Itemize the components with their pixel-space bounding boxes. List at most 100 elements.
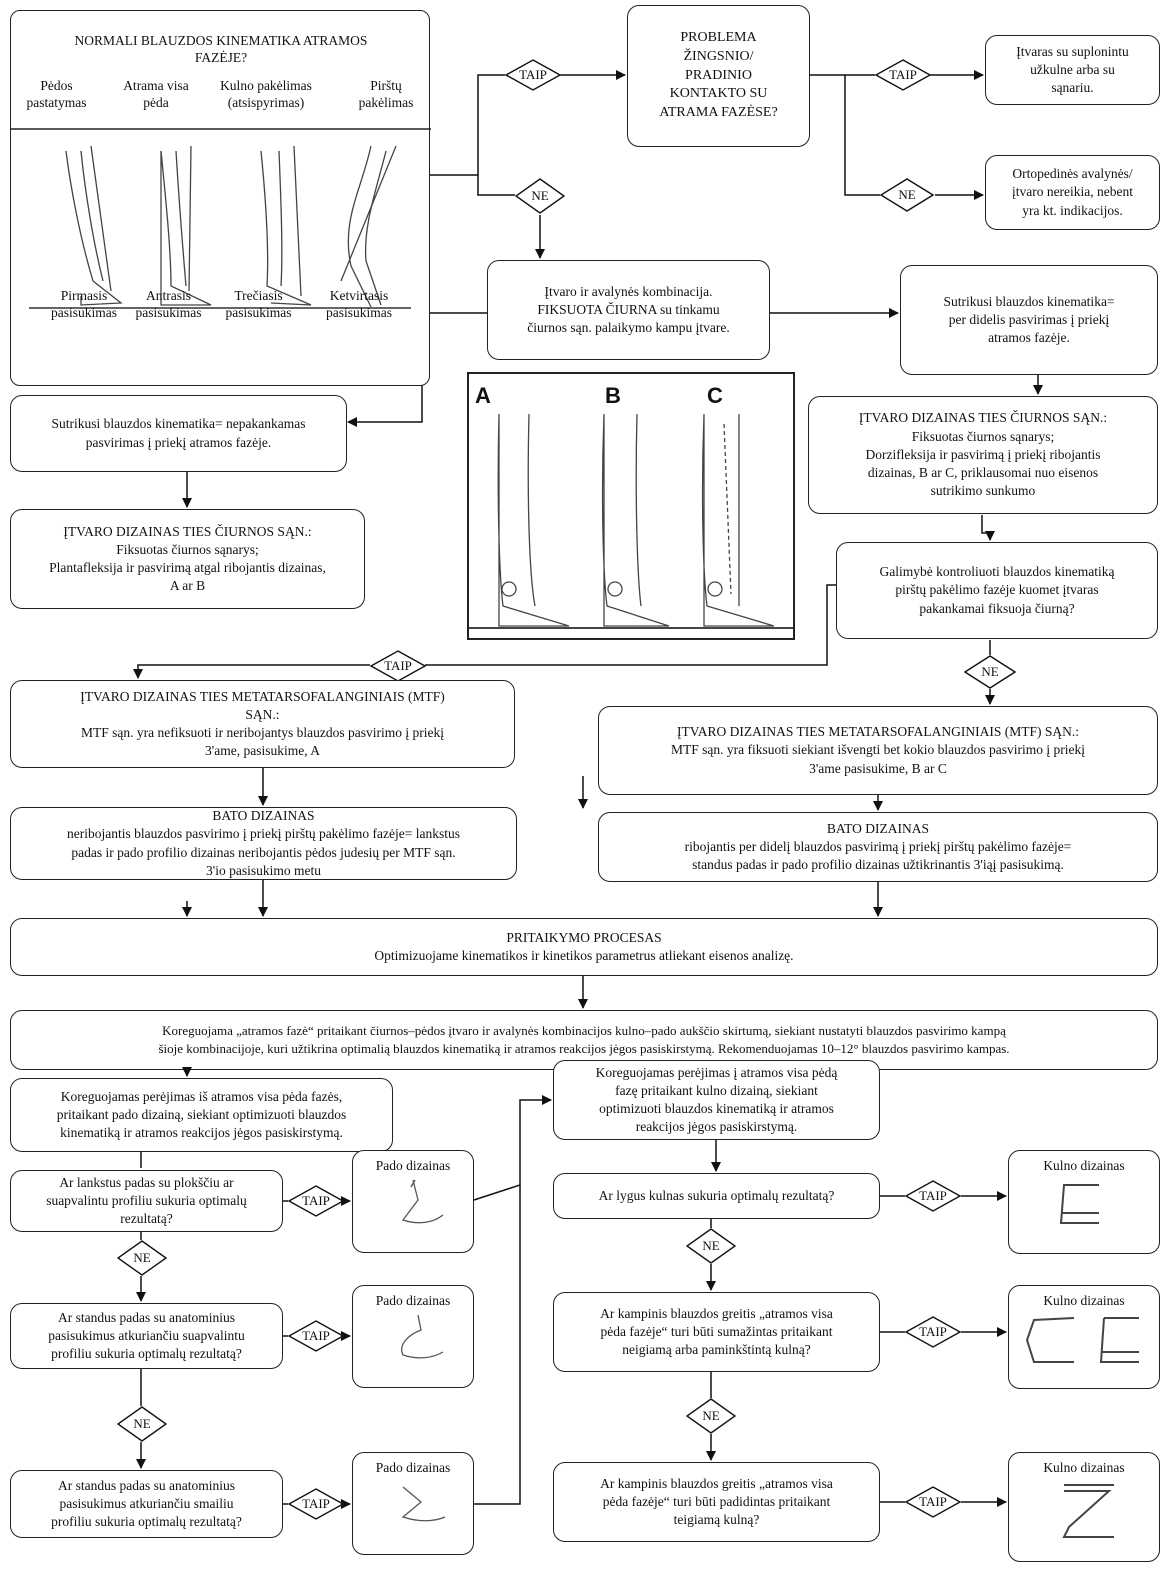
sole-design-sketch-2 — [401, 1315, 444, 1359]
phase-2-line2: pėda — [143, 94, 169, 110]
transition-from-line2: pritaikant pado dizainą, siekiant optimi… — [56, 1106, 347, 1122]
control-line3: pakankamai fiksuoja čiurną? — [919, 600, 1075, 616]
phase-3-line2: (atsispyrimas) — [227, 94, 305, 110]
sole-design-title-2: Pado dizainas — [375, 1293, 451, 1308]
heel-q3-line3: teigiamą kulną? — [673, 1512, 760, 1528]
mtf-left-line3: MTF sąn. yra nefiksuoti ir neribojantys … — [81, 725, 444, 740]
problem-box: PROBLEMA ŽINGSNIO/ PRADINIO KONTAKTO SU … — [627, 5, 810, 147]
ankle-design-left-box: ĮTVARO DIZAINAS TIES ČIURNOS SĄN.: Fiksu… — [10, 509, 365, 609]
stance-line2: šioje kombinacijoje, kuri užtikrina opti… — [158, 1041, 1010, 1056]
rocker-label-1: Pirmasis pasisukimas — [39, 288, 129, 322]
heel-design-title-1: Kulno dizainas — [1043, 1158, 1125, 1173]
shoe-right-line3: standus padas ir pado profilio dizainas … — [692, 857, 1064, 873]
heel-design-sketch-1 — [1059, 1184, 1099, 1225]
decision-label: NE — [981, 664, 999, 679]
phase-1-line1: Pėdos — [40, 78, 73, 93]
sole-design-box-2: Pado dizainas — [352, 1285, 474, 1388]
sole-yes-2: TAIP — [288, 1320, 344, 1352]
transition-to-line1: Koreguojamas perėjimas į atramos visa pė… — [595, 1064, 838, 1080]
sole-q2-line1: Ar standus padas su anatominius — [58, 1309, 235, 1325]
heel-design-title-3: Kulno dizainas — [1043, 1460, 1125, 1475]
phase-1-line2: pastatymas — [26, 94, 87, 110]
sole-q1-line3: rezultatą? — [120, 1211, 173, 1227]
phase-label-1: Pėdos pastatymas — [9, 78, 104, 112]
problem-line1: PROBLEMA — [680, 29, 757, 45]
problem-line4: KONTAKTO SU — [669, 86, 768, 102]
transition-from-line1: Koreguojamas perėjimas iš atramos visa p… — [60, 1088, 343, 1104]
orthosis-heel-line1: Įtvaras su suplonintu — [1016, 43, 1129, 59]
decision-no-2: NE — [880, 178, 934, 212]
sole-yes-1: TAIP — [288, 1185, 344, 1217]
phase-4-line2: pakėlimas — [358, 94, 414, 110]
shoe-left-line1: BATO DIZAINAS — [212, 808, 315, 824]
decision-label: TAIP — [302, 1496, 330, 1511]
rocker-2-line1: Antrasis — [146, 288, 191, 303]
rocker-2-line2: pasisukimas — [135, 304, 202, 320]
insufficient-incline-box: Sutrikusi blauzdos kinematika= nepakanka… — [10, 395, 347, 472]
orthosis-heel-box: Įtvaras su suplonintu užkulne arba su są… — [985, 35, 1160, 105]
shoe-left-line3: padas ir pado profilio dizainas neriboja… — [71, 844, 456, 860]
heel-design-title-2: Kulno dizainas — [1043, 1293, 1125, 1308]
phase-3-line1: Kulno pakėlimas — [220, 78, 312, 93]
shoe-right-line1: BATO DIZAINAS — [826, 820, 930, 836]
mtf-right-line1: ĮTVARO DIZAINAS TIES METATARSOFALANGINIA… — [676, 724, 1080, 740]
decision-label: TAIP — [302, 1328, 330, 1343]
rocker-label-3: Trečiasis pasisukimas — [211, 288, 306, 322]
sole-design-box-1: Pado dizainas — [352, 1150, 474, 1253]
shoe-left-line4: 3'io pasisukimo metu — [206, 862, 321, 878]
control-line2: pirštų pakėlimo fazėje kuomet įtvaras — [895, 582, 1099, 598]
stance-line1: Koreguojama „atramos fazė“ pritaikant či… — [162, 1023, 1006, 1039]
ankle-right-line1: ĮTVARO DIZAINAS TIES ČIURNOS SĄN.: — [858, 410, 1108, 426]
problem-line3: PRADINIO — [685, 67, 752, 83]
rocker-3-line2: pasisukimas — [225, 304, 292, 320]
sole-q1-line1: Ar lankstus padas su plokščiu ar — [59, 1174, 234, 1190]
heel-design-box-2: Kulno dizainas — [1008, 1285, 1160, 1389]
ankle-design-right-box: ĮTVARO DIZAINAS TIES ČIURNOS SĄN.: Fiksu… — [808, 396, 1158, 514]
sole-q1-line2: suapvalintu profiliu sukuria optimalų — [46, 1192, 247, 1208]
decision-label: NE — [133, 1250, 151, 1265]
phase-label-4: Pirštų pakėlimas — [341, 78, 431, 112]
decision-label: TAIP — [919, 1494, 947, 1509]
heel-yes-1: TAIP — [905, 1180, 961, 1212]
sole-design-sketch-1 — [401, 1179, 444, 1224]
orthosis-label-c: C — [707, 383, 723, 408]
heel-design-box-1: Kulno dizainas — [1008, 1150, 1160, 1254]
decision-label: TAIP — [384, 658, 412, 673]
sole-q3-line1: Ar standus padas su anatominius — [58, 1477, 235, 1493]
heel-design-box-3: Kulno dizainas — [1008, 1452, 1160, 1562]
rocker-1-line2: pasisukimas — [51, 304, 117, 320]
heel-yes-3: TAIP — [905, 1486, 961, 1518]
heel-yes-2: TAIP — [905, 1316, 961, 1348]
combination-line1: Įtvaro ir avalynės kombinacija. — [544, 283, 713, 299]
phase-label-3: Kulno pakėlimas (atsispyrimas) — [206, 78, 326, 112]
heel-design-sketch-2 — [1025, 1317, 1139, 1364]
decision-yes-2: TAIP — [875, 59, 931, 91]
no-orthosis-box: Ortopedinės avalynės/ įtvaro nereikia, n… — [985, 155, 1160, 230]
combination-box: Įtvaro ir avalynės kombinacija. FIKSUOTA… — [487, 260, 770, 360]
combination-line3: čiurnos sąn. palaikymo kampu įtvare. — [527, 320, 730, 336]
orthosis-label-b: B — [605, 383, 621, 408]
orthosis-heel-line2: užkulne arba su — [1030, 61, 1115, 77]
decision-label: NE — [898, 187, 916, 202]
shoe-left-line2: neribojantis blauzdos pasvirimo į priekį… — [66, 826, 461, 842]
insufficient-line1: Sutrikusi blauzdos kinematika= nepakanka… — [51, 416, 306, 432]
fitting-process-box: PRITAIKYMO PROCESAS Optimizuojame kinema… — [10, 918, 1158, 976]
mtf-design-left-box: ĮTVARO DIZAINAS TIES METATARSOFALANGINIA… — [10, 680, 515, 768]
mtf-left-line1: ĮTVARO DIZAINAS TIES METATARSOFALANGINIA… — [80, 688, 445, 704]
excess-line2: per didelis pasvirimas į priekį — [948, 311, 1110, 327]
sole-design-title-1: Pado dizainas — [375, 1158, 451, 1173]
heel-q2-line3: neigiamą arba paminkštintą kulną? — [622, 1342, 811, 1358]
decision-label: TAIP — [889, 67, 917, 82]
orthosis-designs-figure: A B C — [467, 372, 795, 640]
shoe-design-left-box: BATO DIZAINAS neribojantis blauzdos pasv… — [10, 807, 517, 880]
heel-question-2: Ar kampinis blauzdos greitis „atramos vi… — [553, 1292, 880, 1372]
decision-label: NE — [531, 188, 549, 203]
mtf-left-line4: 3'ame, pasisukime, A — [205, 743, 320, 759]
sole-question-3: Ar standus padas su anatominius pasisuki… — [10, 1470, 283, 1538]
phase-4-line1: Pirštų — [370, 78, 402, 93]
decision-yes-1: TAIP — [505, 59, 561, 91]
transition-to-box: Koreguojamas perėjimas į atramos visa pė… — [553, 1060, 880, 1140]
sole-question-2: Ar standus padas su anatominius pasisuki… — [10, 1303, 283, 1369]
fitting-line1: PRITAIKYMO PROCESAS — [506, 929, 662, 945]
transition-to-line4: reakcijos jėgos pasiskirstymą. — [635, 1119, 798, 1135]
